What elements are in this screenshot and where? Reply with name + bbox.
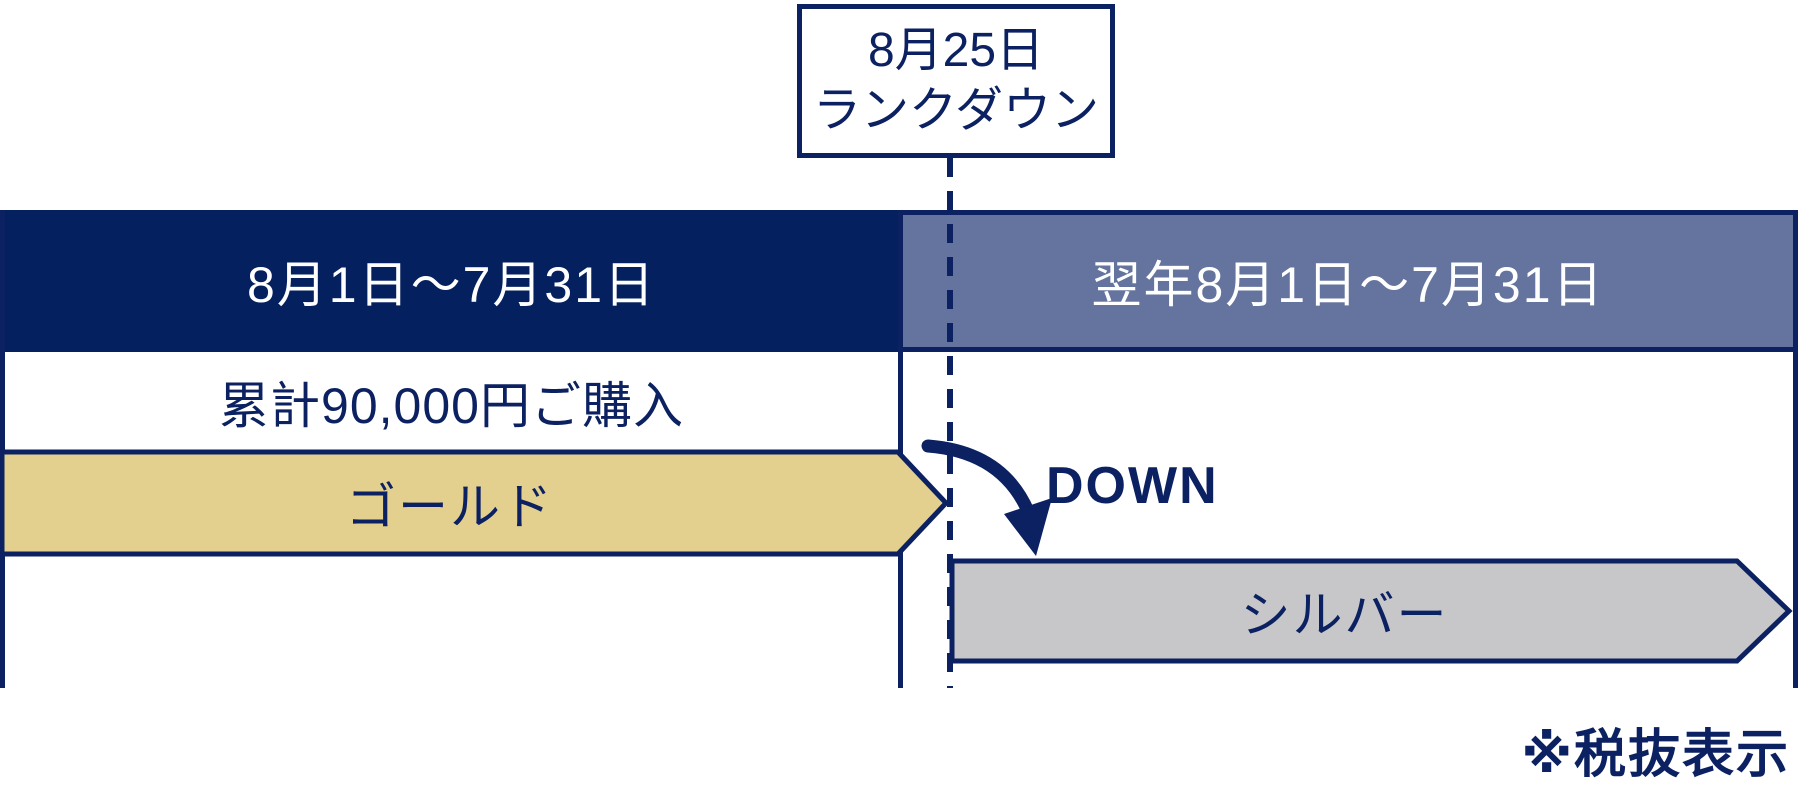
down-curved-arrow-icon bbox=[921, 439, 1052, 556]
purchase-condition-row: 累計90,000円ご購入 bbox=[5, 352, 898, 452]
column-separator-border bbox=[898, 210, 903, 688]
callout-date-text: 8月25日 bbox=[867, 24, 1045, 77]
silver-rank-label: シルバー bbox=[1240, 587, 1449, 643]
purchase-condition-label: 累計90,000円ご購入 bbox=[219, 378, 684, 434]
silver-rank-label-wrap: シルバー bbox=[952, 561, 1737, 661]
rank-down-callout: 8月25日 ランクダウン bbox=[797, 4, 1115, 158]
next-period-header: 翌年8月1日〜7月31日 bbox=[898, 210, 1798, 352]
next-period-label: 翌年8月1日〜7月31日 bbox=[1091, 257, 1605, 313]
tax-note: ※税抜表示 bbox=[1521, 726, 1790, 784]
gold-rank-label: ゴールド bbox=[346, 479, 554, 535]
silver-rank-arrow bbox=[949, 558, 1793, 664]
gold-rank-arrow bbox=[0, 449, 950, 557]
right-column-border bbox=[1793, 210, 1798, 688]
current-period-header: 8月1日〜7月31日 bbox=[0, 210, 903, 352]
gold-rank-label-wrap: ゴールド bbox=[0, 452, 900, 554]
callout-event-text: ランクダウン bbox=[812, 84, 1100, 137]
left-column-border bbox=[0, 210, 5, 688]
current-period-label: 8月1日〜7月31日 bbox=[246, 257, 657, 313]
down-label: DOWN bbox=[1046, 457, 1219, 515]
